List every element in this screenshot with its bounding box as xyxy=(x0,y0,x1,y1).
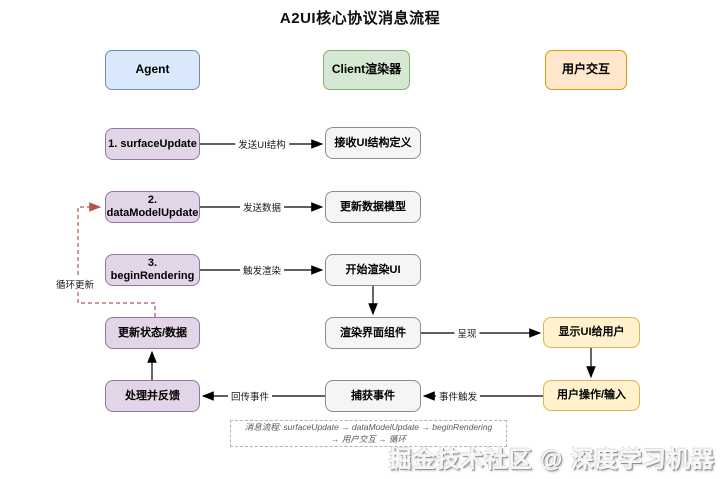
node-surface-update: 1. surfaceUpdate xyxy=(105,128,200,160)
node-receive-ui: 接收UI结构定义 xyxy=(325,127,421,159)
node-show-ui: 显示UI给用户 xyxy=(543,317,640,348)
edge-label-loop-update: 循环更新 xyxy=(52,277,98,291)
watermark: 掘金技术社区 @ 深度学习机器 xyxy=(388,446,715,472)
column-header-agent: Agent xyxy=(105,50,200,90)
column-header-client: Client渲染器 xyxy=(323,50,410,90)
node-data-model-update: 2. dataModelUpdate xyxy=(105,191,200,223)
edge-label-return-event: 回传事件 xyxy=(227,389,273,403)
message-flow-note: 消息流程: surfaceUpdate → dataModelUpdate → … xyxy=(230,420,507,447)
node-start-render: 开始渲染UI xyxy=(325,254,421,286)
edge-label-present: 呈现 xyxy=(454,326,480,340)
edge-label-trigger-render: 触发渲染 xyxy=(239,263,285,277)
edge-label-send-data: 发送数据 xyxy=(239,200,285,214)
node-user-input: 用户操作/输入 xyxy=(543,380,640,411)
edge-label-event-trigger: 事件触发 xyxy=(435,389,481,403)
node-update-state: 更新状态/数据 xyxy=(105,317,200,349)
node-begin-rendering: 3. beginRendering xyxy=(105,254,200,286)
page-title: A2UI核心协议消息流程 xyxy=(279,10,441,27)
note-line1: 消息流程: surfaceUpdate → dataModelUpdate → … xyxy=(244,422,493,433)
note-line2: → 用户交互 → 循环 xyxy=(330,433,407,444)
arrow-loop-update xyxy=(77,202,156,317)
node-capture-events: 捕获事件 xyxy=(325,380,421,412)
node-render-components: 渲染界面组件 xyxy=(325,317,421,349)
node-update-data-model: 更新数据模型 xyxy=(325,191,421,223)
column-header-user: 用户交互 xyxy=(545,50,627,90)
node-process-feedback: 处理并反馈 xyxy=(105,380,200,412)
edge-label-send-ui-structure: 发送UI结构 xyxy=(235,137,289,151)
